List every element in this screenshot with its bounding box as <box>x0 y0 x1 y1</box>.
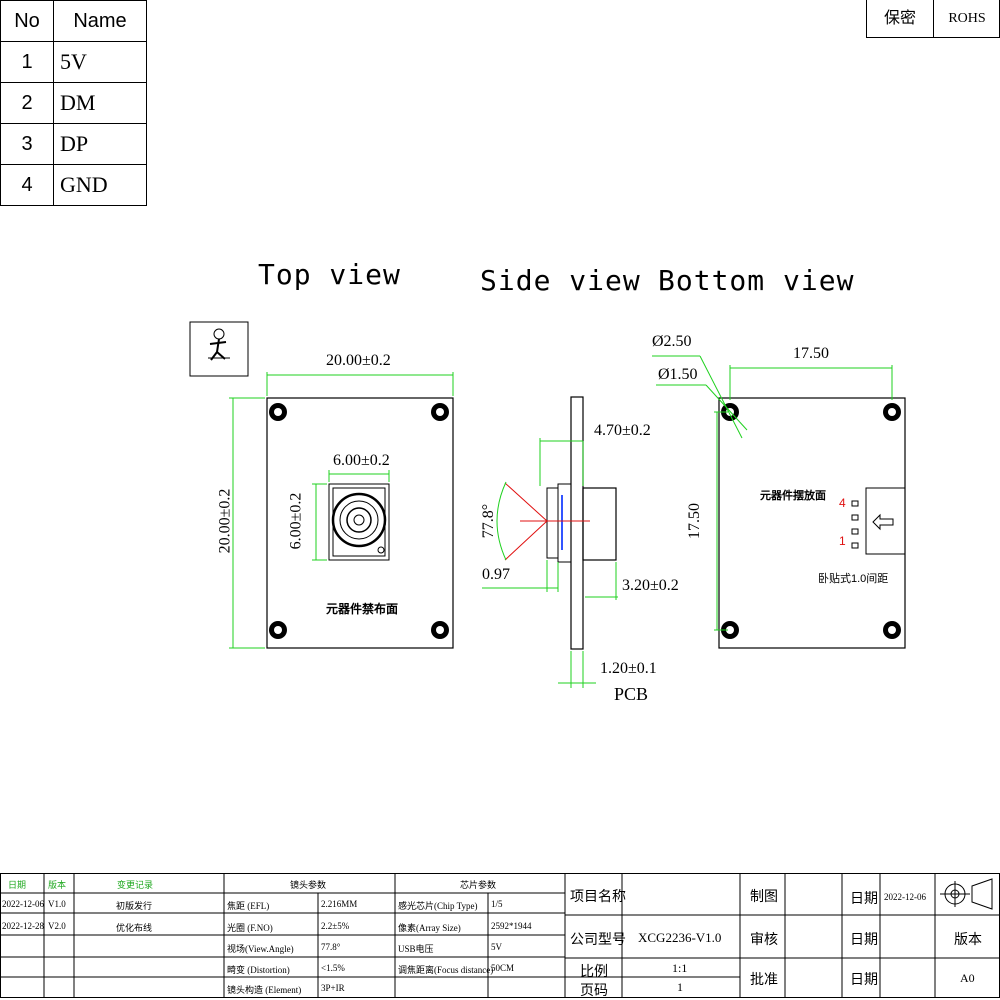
history-record: 优化布线 <box>116 923 153 933</box>
pin-name: DM <box>53 82 147 124</box>
lens-param-name: 畸变 (Distortion) <box>227 965 290 975</box>
chip-param-name: 感光芯片(Chip Type) <box>398 901 478 911</box>
mount-hole <box>269 621 287 639</box>
scale-value: 1:1 <box>672 961 688 975</box>
bottom-width-dim: 17.50 <box>793 345 829 362</box>
model-value: XCG2236-V1.0 <box>638 930 722 945</box>
pin-table-header: No Name <box>0 0 147 42</box>
secret-label: 保密 <box>867 0 934 37</box>
lens-param-value: 77.8° <box>321 942 341 952</box>
history-version: V2.0 <box>48 921 66 931</box>
table-row: 2 DM <box>0 82 147 124</box>
date-label: 日期 <box>850 892 878 907</box>
scale-label: 比例 <box>580 965 608 980</box>
history-date: 2022-12-28 <box>2 921 44 931</box>
side-view <box>482 396 618 688</box>
chip-params-header: 芯片参数 <box>460 880 497 890</box>
lens-param-name: 视场(View.Angle) <box>227 944 294 954</box>
hole-outer-dim: Ø2.50 <box>652 333 692 350</box>
chip-param-name: USB电压 <box>398 944 434 954</box>
body-dim: 3.20±0.2 <box>622 577 679 594</box>
mount-hole <box>883 403 901 421</box>
projection-symbol-icon <box>940 878 993 910</box>
chip-param-value: 2592*1944 <box>491 921 532 931</box>
rohs-label: ROHS <box>948 11 986 26</box>
bottom-height-dim: 17.50 <box>686 503 703 539</box>
history-version: V1.0 <box>48 899 66 909</box>
mount-hole <box>431 403 449 421</box>
chip-param-value: 50CM <box>491 963 515 973</box>
history-date-header: 日期 <box>8 880 27 890</box>
hole-inner-dim: Ø1.50 <box>658 366 698 383</box>
esd-symbol-icon <box>189 321 249 377</box>
mount-hole <box>883 621 901 639</box>
review-label: 审核 <box>750 933 778 948</box>
header-name: Name <box>53 0 147 42</box>
lens-height-dim: 6.00±0.2 <box>287 492 305 550</box>
lens-width-dim: 6.00±0.2 <box>333 452 390 469</box>
top-height-dim: 20.00±0.2 <box>216 488 234 554</box>
pin-1-label: 1 <box>839 534 846 548</box>
chip-param-value: 1/5 <box>491 899 503 909</box>
chip-param-name: 调焦距离(Focus distance) <box>398 965 494 975</box>
pin-no: 4 <box>0 164 54 206</box>
drawing-canvas <box>189 321 906 688</box>
lens-param-value: 2.216MM <box>321 899 358 909</box>
draw-label: 制图 <box>750 890 778 905</box>
chip-param-value: 5V <box>491 942 502 952</box>
project-name-label: 项目名称 <box>570 890 626 905</box>
pin-name: GND <box>53 164 147 206</box>
page-label: 页码 <box>580 984 608 999</box>
title-block: 日期 版本 变更记录 2022-12-06 V1.0 初版发行 2022-12-… <box>0 873 1000 1000</box>
date-label: 日期 <box>850 973 878 988</box>
pcb-dim: 1.20±0.1 <box>600 660 657 677</box>
angle-dim: 77.8° <box>480 503 498 539</box>
top-width-dim: 20.00±0.2 <box>326 352 391 369</box>
bottom-view-title: Bottom view <box>658 264 855 297</box>
top-view-title: Top view <box>258 258 401 291</box>
table-row: 4 GND <box>0 164 147 206</box>
lens-params-header: 镜头参数 <box>290 880 327 890</box>
history-version-header: 版本 <box>48 880 67 890</box>
lens-param-value: <1.5% <box>321 963 345 973</box>
approve-label: 批准 <box>750 973 778 988</box>
history-record: 初版发行 <box>116 901 153 911</box>
draw-date: 2022-12-06 <box>884 892 926 902</box>
top-view <box>229 372 454 649</box>
history-date: 2022-12-06 <box>2 899 44 909</box>
pin-table: No Name 1 5V 2 DM 3 DP 4 GND <box>0 0 147 206</box>
offset-dim: 0.97 <box>482 566 510 583</box>
mount-hole <box>721 621 739 639</box>
date-label: 日期 <box>850 933 878 948</box>
version-value: A0 <box>960 971 975 985</box>
bottom-view-note: 元器件摆放面 <box>760 490 826 502</box>
lens-param-name: 焦距 (EFL) <box>227 901 270 911</box>
lens-param-name: 光圈 (F.NO) <box>227 923 273 933</box>
header-no: No <box>0 0 54 42</box>
page-value: 1 <box>677 980 683 994</box>
lens-param-value: 2.2±5% <box>321 921 350 931</box>
lens-param-value: 3P+IR <box>321 983 345 993</box>
pcb-label: PCB <box>614 684 649 704</box>
pin-no: 3 <box>0 123 54 165</box>
company-model-label: 公司型号 <box>570 933 626 948</box>
connector <box>851 487 906 555</box>
lens-depth-dim: 4.70±0.2 <box>594 422 651 439</box>
pin-4-label: 4 <box>839 496 846 510</box>
version-label: 版本 <box>954 933 982 948</box>
bottom-view <box>652 355 906 649</box>
lens-param-name: 镜头构造 (Element) <box>227 985 302 995</box>
side-view-title: Side view <box>480 264 641 297</box>
chip-param-name: 像素(Array Size) <box>398 923 461 933</box>
lens-module <box>328 483 390 561</box>
connector-note: 卧贴式1.0间距 <box>818 573 889 585</box>
table-row: 3 DP <box>0 123 147 165</box>
pin-name: DP <box>53 123 147 165</box>
history-record-header: 变更记录 <box>117 880 154 890</box>
mount-hole <box>431 621 449 639</box>
mount-hole <box>269 403 287 421</box>
top-view-note: 元器件禁布面 <box>326 602 399 616</box>
